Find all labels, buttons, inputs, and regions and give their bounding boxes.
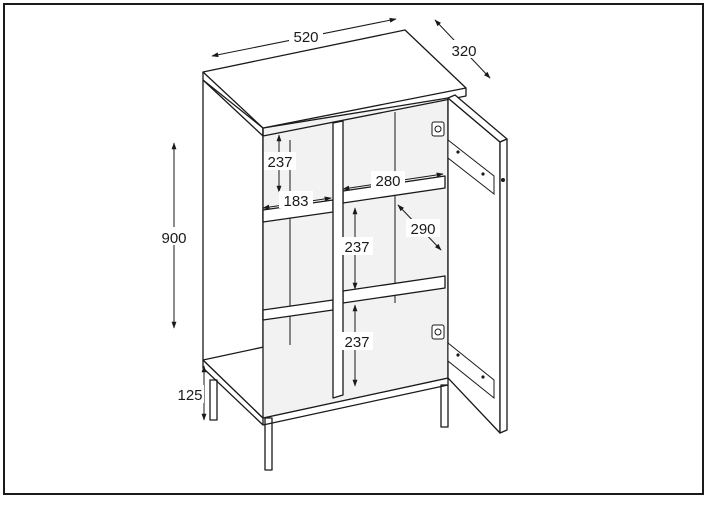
depth-label: 320 (451, 43, 476, 60)
width-label: 520 (293, 29, 318, 46)
right-mid-gap-label: 237 (344, 239, 369, 256)
cabinet-divider (332, 120, 344, 399)
left-shelf-width-label: 183 (283, 193, 308, 210)
left-shelf-gap-label: 237 (267, 154, 292, 171)
right-low-gap-label: 237 (344, 334, 369, 351)
drawing-border (3, 3, 704, 495)
hinge-bottom (431, 324, 495, 400)
hinge-top (431, 121, 495, 196)
leg-height-label: 125 (177, 387, 202, 404)
cabinet-legs (209, 379, 449, 471)
right-shelf-width-label: 280 (375, 173, 400, 190)
right-shelf-depth-label: 290 (410, 221, 435, 238)
height-label: 900 (161, 230, 186, 247)
